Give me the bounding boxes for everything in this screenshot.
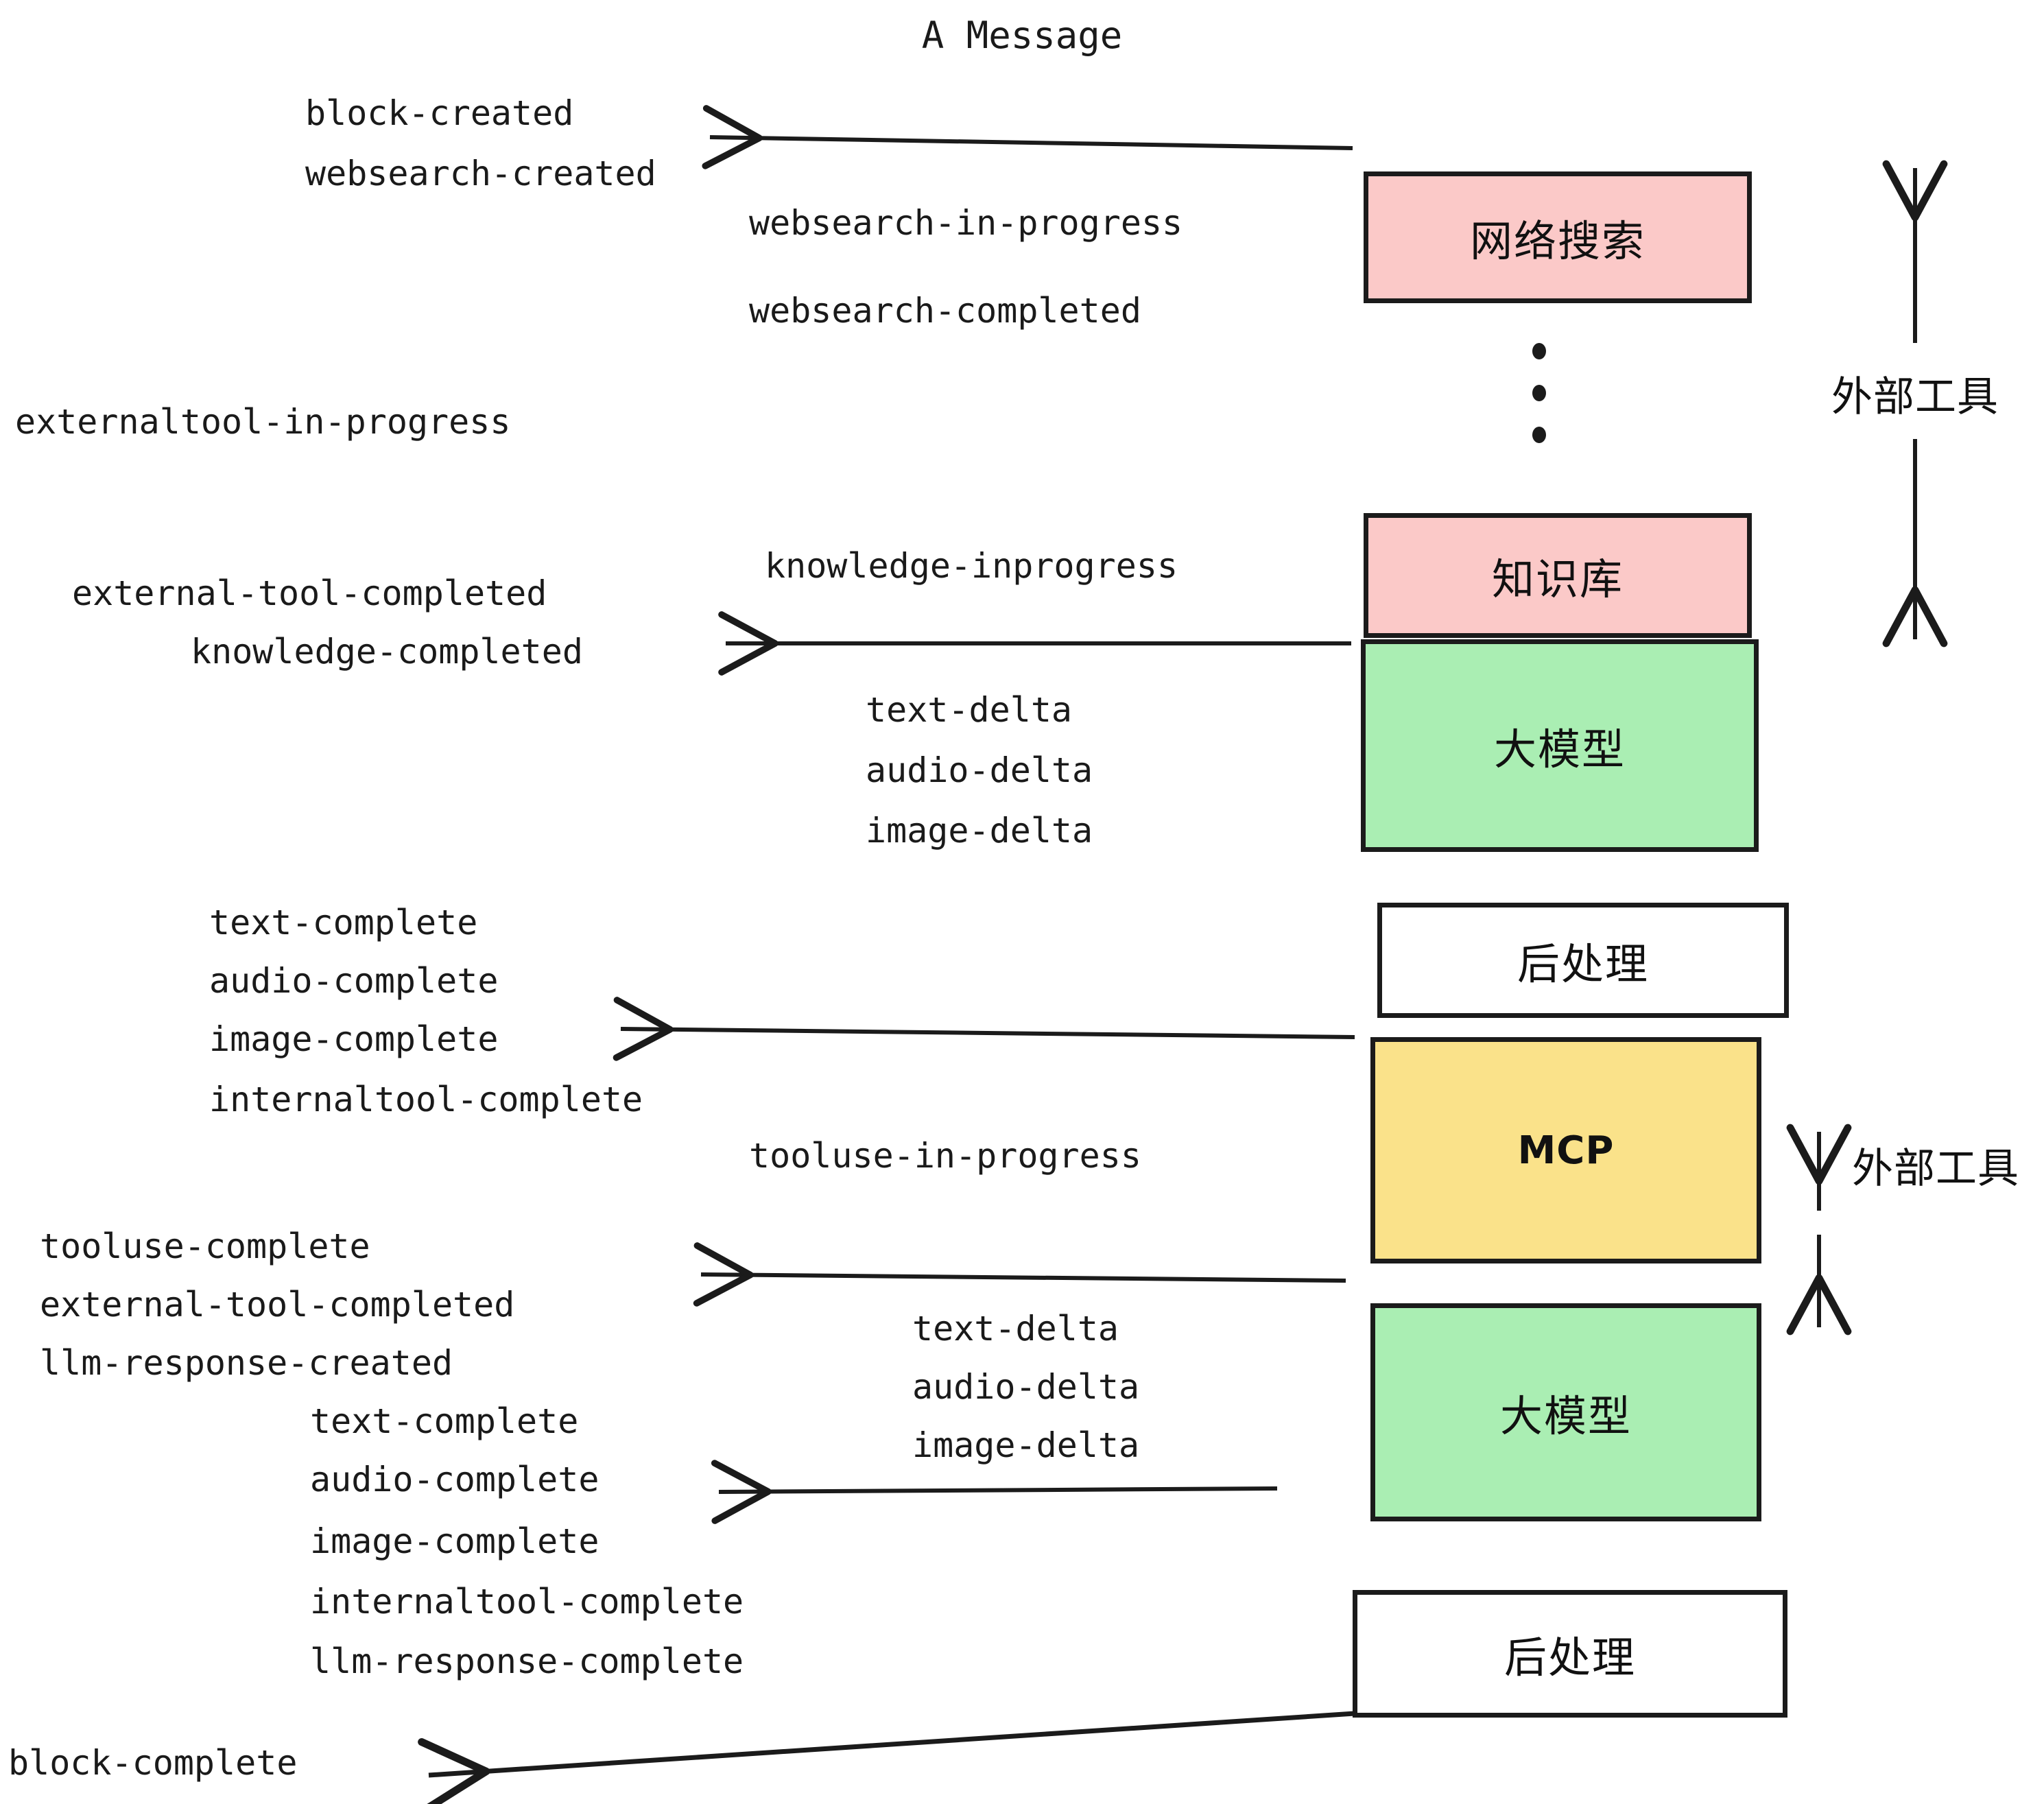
box-mcp[interactable]: MCP <box>1370 1037 1761 1263</box>
box-postprocess-1[interactable]: 后处理 <box>1377 903 1789 1018</box>
event-tooluse-in-progress: tooluse-in-progress <box>749 1136 1141 1176</box>
arrow-block-complete <box>418 1711 1355 1804</box>
event-text-delta-1: text-delta <box>866 690 1073 730</box>
box-postprocess-2-label: 后处理 <box>1504 1633 1636 1683</box>
event-llm-response-complete: llm-response-complete <box>310 1641 744 1681</box>
event-internaltool-complete-1: internaltool-complete <box>209 1080 643 1119</box>
box-knowledge-label: 知识库 <box>1491 554 1624 604</box>
box-postprocess-1-label: 后处理 <box>1517 939 1649 989</box>
event-text-delta-2: text-delta <box>912 1309 1119 1349</box>
event-image-delta-2: image-delta <box>912 1425 1140 1465</box>
arrow-image-complete-1 <box>613 997 1355 1061</box>
event-websearch-completed: websearch-completed <box>749 291 1141 331</box>
event-external-tool-completed-1: external-tool-completed <box>72 573 547 613</box>
box-websearch[interactable]: 网络搜索 <box>1364 171 1752 303</box>
event-audio-complete-2: audio-complete <box>310 1460 599 1499</box>
vertical-ellipsis <box>1532 343 1547 443</box>
event-image-complete-2: image-complete <box>310 1521 599 1561</box>
arrow-tooluse-complete <box>693 1242 1346 1307</box>
group-label-external-tools-top: 外部工具 <box>1831 373 1999 421</box>
arrow-audio-complete-2 <box>711 1460 1278 1524</box>
group-label-external-tools-bottom: 外部工具 <box>1852 1145 2019 1193</box>
event-websearch-in-progress: websearch-in-progress <box>749 203 1183 243</box>
box-llm-top-label: 大模型 <box>1493 724 1626 774</box>
event-text-complete-1: text-complete <box>209 903 478 942</box>
event-internaltool-complete-2: internaltool-complete <box>310 1582 744 1622</box>
event-websearch-created: websearch-created <box>305 154 656 193</box>
event-knowledge-completed: knowledge-completed <box>191 632 583 672</box>
box-llm-bottom[interactable]: 大模型 <box>1370 1303 1761 1521</box>
event-knowledge-inprogress: knowledge-inprogress <box>765 546 1178 586</box>
event-text-complete-2: text-complete <box>310 1401 579 1441</box>
arrow-websearch-created <box>702 105 1353 169</box>
box-llm-bottom-label: 大模型 <box>1499 1391 1632 1441</box>
event-image-delta-1: image-delta <box>866 811 1093 851</box>
event-block-created: block-created <box>305 93 574 133</box>
event-audio-delta-2: audio-delta <box>912 1367 1140 1407</box>
event-audio-delta-1: audio-delta <box>866 750 1093 790</box>
box-llm-top[interactable]: 大模型 <box>1361 639 1759 852</box>
event-tooluse-complete: tooluse-complete <box>40 1226 370 1266</box>
box-postprocess-2[interactable]: 后处理 <box>1353 1590 1787 1718</box>
page-title: A Message <box>921 14 1123 57</box>
box-knowledge[interactable]: 知识库 <box>1364 513 1752 638</box>
box-mcp-label: MCP <box>1517 1128 1615 1173</box>
event-audio-complete-1: audio-complete <box>209 961 499 1001</box>
event-llm-response-created: llm-response-created <box>40 1343 453 1383</box>
event-externaltool-in-progress: externaltool-in-progress <box>15 402 511 442</box>
box-websearch-label: 网络搜索 <box>1469 216 1645 266</box>
event-external-tool-completed-2: external-tool-completed <box>40 1285 515 1325</box>
event-block-complete: block-complete <box>8 1743 298 1783</box>
event-image-complete-1: image-complete <box>209 1019 499 1059</box>
